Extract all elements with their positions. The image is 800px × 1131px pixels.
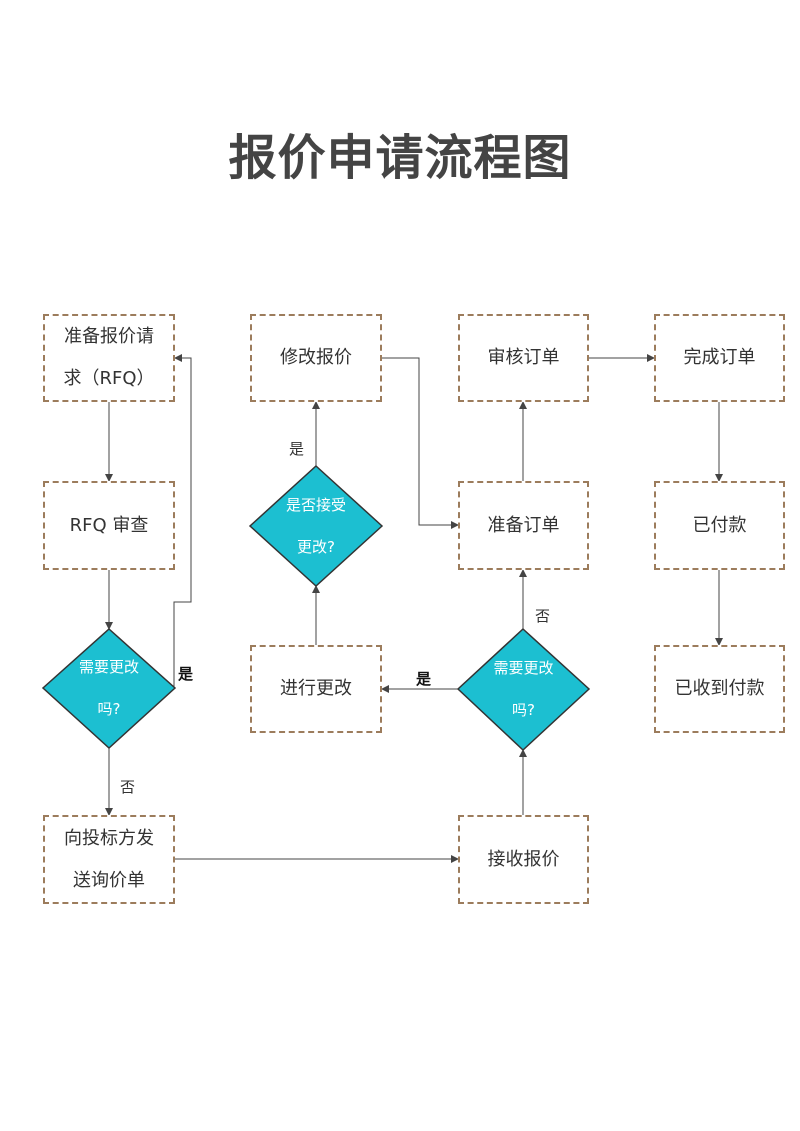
node-payment-received: 已收到付款 [654, 645, 785, 733]
node-prepare-rfq: 准备报价请 求（RFQ） [43, 314, 175, 402]
label-yes-3: 是 [416, 670, 432, 688]
label-no-1: 否 [120, 778, 136, 796]
label-yes-2: 是 [289, 440, 305, 458]
decision-text-accept-change: 是否接受 更改? [285, 496, 346, 556]
node-rfq-review: RFQ 审查 [43, 481, 175, 570]
node-complete-order: 完成订单 [654, 314, 785, 402]
arrow-modify-to-prepare-order [382, 357, 459, 529]
page-title: 报价申请流程图 [228, 130, 572, 186]
node-prepare-order: 准备订单 [458, 481, 589, 570]
node-review-order: 审核订单 [458, 314, 589, 402]
decision-diamond-need-change-2 [456, 627, 591, 752]
node-paid: 已付款 [654, 481, 785, 570]
decision-text-need-change-1: 需要更改 吗? [78, 658, 139, 718]
node-receive-quote: 接收报价 [458, 815, 589, 904]
label-no-2: 否 [535, 607, 551, 625]
label-yes-1: 是 [178, 665, 194, 683]
arrow-diamond1-yes-loop [173, 354, 192, 688]
decision-diamond-need-change-1 [41, 627, 177, 750]
decision-text-need-change-2: 需要更改 吗? [493, 659, 554, 719]
node-send-inquiry: 向投标方发 送询价单 [43, 815, 175, 904]
node-make-change: 进行更改 [250, 645, 382, 733]
decision-diamond-accept-change [248, 464, 384, 588]
node-modify-quote: 修改报价 [250, 314, 382, 402]
